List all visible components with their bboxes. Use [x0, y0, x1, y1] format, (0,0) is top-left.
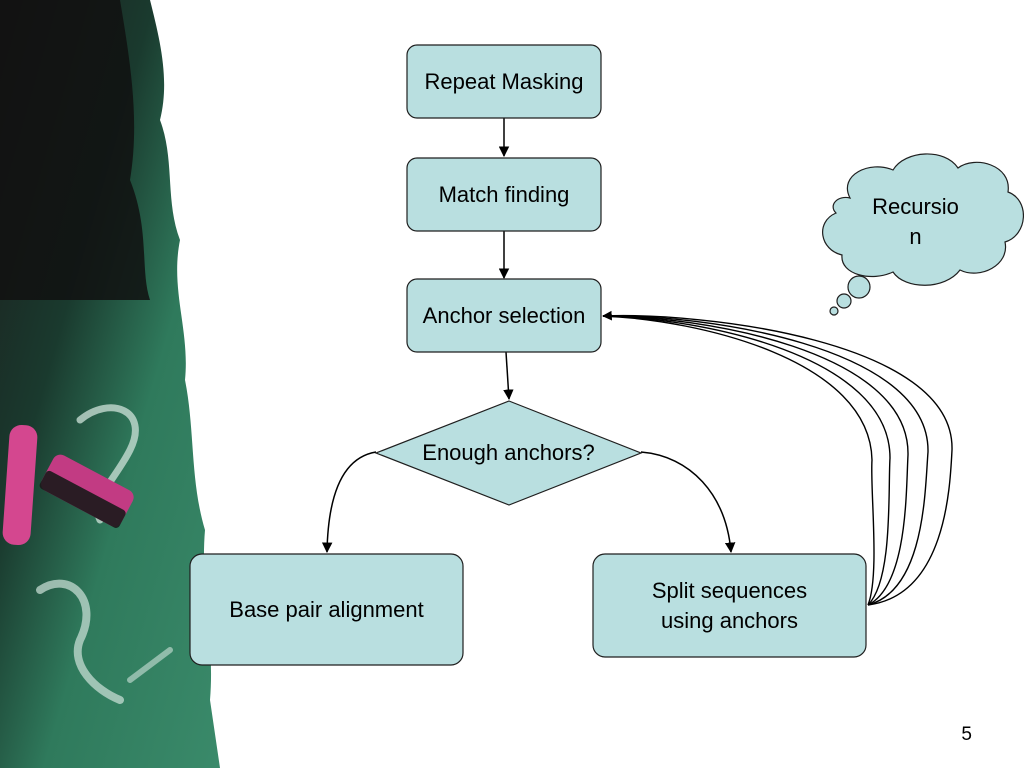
- node-enough-anchors-decision: [374, 400, 643, 506]
- node-match-finding: [406, 157, 602, 232]
- node-anchor-selection: [406, 278, 602, 353]
- connector-decision-to-split: [640, 451, 736, 554]
- connector-decision-to-base-pair: [321, 451, 377, 554]
- chalkboard-decoration: [0, 0, 220, 768]
- recursion-thought-cloud: [822, 153, 1024, 316]
- node-repeat-masking: [406, 44, 602, 119]
- recursion-loop-lines: [602, 310, 953, 606]
- node-base-pair-alignment: [189, 553, 464, 666]
- connector-anchor-to-decision: [503, 351, 514, 401]
- page-number: 5: [961, 724, 972, 745]
- node-split-sequences: [592, 553, 867, 658]
